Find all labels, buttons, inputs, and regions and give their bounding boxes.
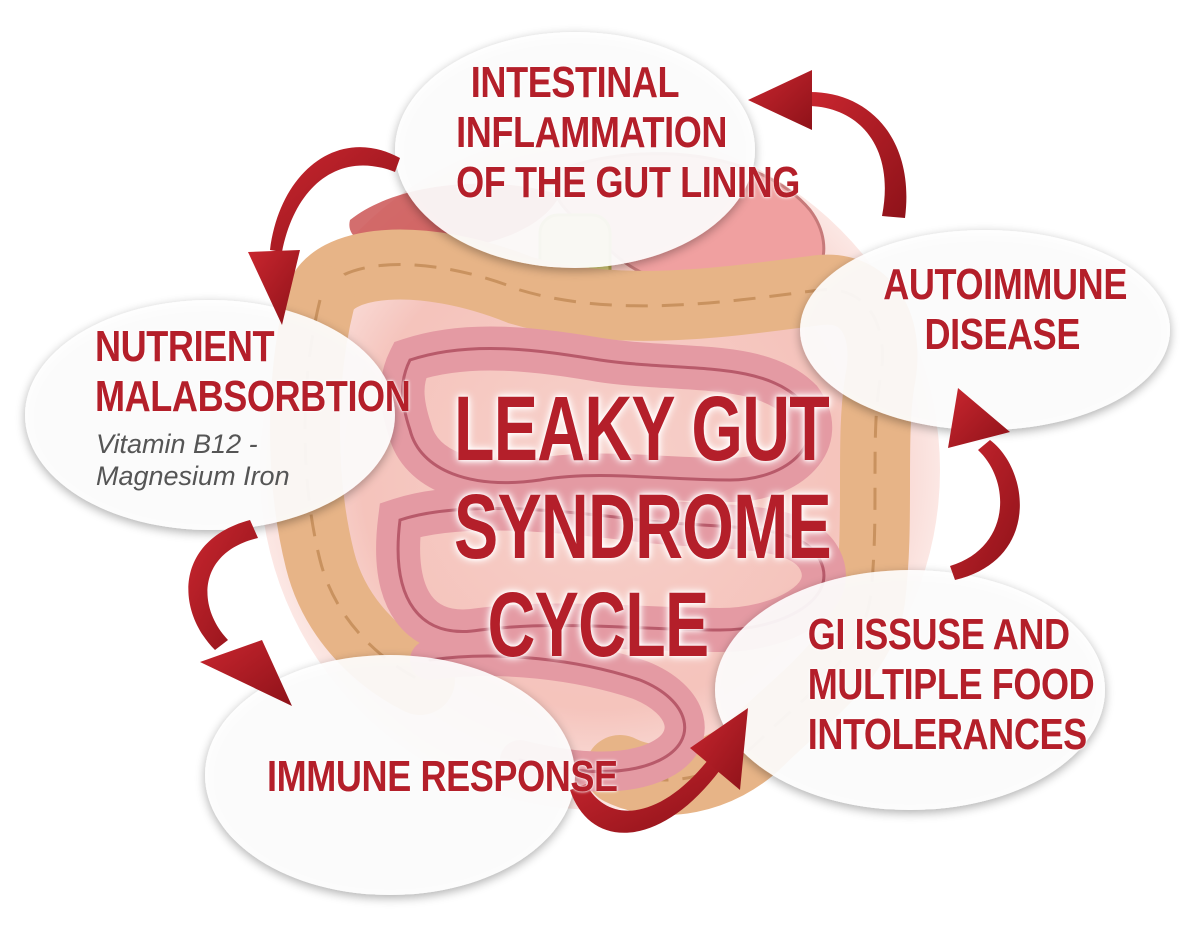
center-title-line-2: SYNDROME <box>454 476 832 578</box>
node-inflammation-line-2: INFLAMMATION <box>456 108 728 157</box>
node-inflammation-line-1: INTESTINAL <box>470 58 680 107</box>
node-nutrient-label: NUTRIENT MALABSORBTION <box>95 322 411 422</box>
bubble-nutrient <box>25 300 395 530</box>
bubble-gi-issues <box>715 570 1105 810</box>
node-gi-issues-line-1: GI ISSUSE AND <box>807 610 1070 659</box>
bubble-autoimmune <box>800 230 1170 430</box>
node-autoimmune-line-2: DISEASE <box>924 310 1080 359</box>
node-autoimmune-label: AUTOIMMUNE DISEASE <box>883 260 1127 360</box>
curved-arrow-icon <box>948 388 1020 580</box>
node-nutrient-detail-line-1: Vitamin B12 - <box>96 429 258 459</box>
center-title: LEAKY GUT SYNDROME CYCLE <box>454 378 832 676</box>
node-gi-issues-line-2: MULTIPLE FOOD <box>807 660 1095 709</box>
node-inflammation-line-3: OF THE GUT LINING <box>456 158 800 207</box>
curved-arrow-icon <box>248 147 400 325</box>
node-inflammation-label: INTESTINAL INFLAMMATION OF THE GUT LININ… <box>456 58 800 208</box>
curved-arrow-icon <box>188 520 292 706</box>
node-gi-issues-line-3: INTOLERANCES <box>807 710 1087 759</box>
node-gi-issues-label: GI ISSUSE AND MULTIPLE FOOD INTOLERANCES <box>807 610 1095 760</box>
curved-arrow-icon <box>748 70 907 218</box>
node-nutrient-line-2: MALABSORBTION <box>95 372 411 421</box>
node-nutrient-detail-line-2: Magnesium Iron <box>96 461 290 491</box>
center-title-line-1: LEAKY GUT <box>454 378 830 480</box>
bubble-inflammation <box>395 32 755 268</box>
bubble-immune-response <box>205 655 575 895</box>
node-nutrient-line-1: NUTRIENT <box>95 322 275 371</box>
node-nutrient-detail: Vitamin B12 - Magnesium Iron <box>96 428 290 492</box>
node-autoimmune-line-1: AUTOIMMUNE <box>883 260 1127 309</box>
cycle-arrows <box>188 70 1020 833</box>
curved-arrow-icon <box>570 708 748 833</box>
center-title-line-3: CYCLE <box>487 574 710 676</box>
node-immune-response-label: IMMUNE RESPONSE <box>267 752 618 802</box>
node-immune-response-line-1: IMMUNE RESPONSE <box>267 752 618 801</box>
